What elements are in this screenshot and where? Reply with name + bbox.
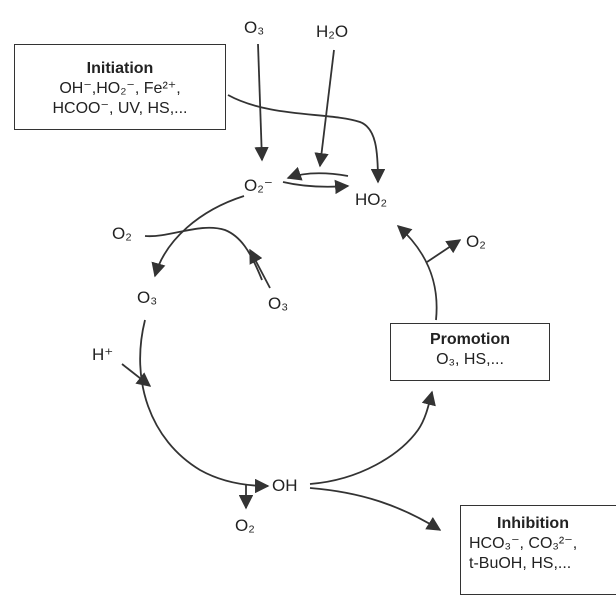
oh-to-promotion-arrow	[309, 390, 436, 485]
promotion-box: Promotion O₃, HS,...	[390, 323, 550, 381]
inhibition-line-2: t-BuOH, HS,...	[469, 555, 572, 572]
initiation-to-ho2-arrow	[227, 94, 386, 184]
species-o2-bottom: O₂	[235, 516, 255, 535]
o3-to-o2minus-arrow	[254, 43, 269, 162]
species-o3-left: O₃	[137, 288, 158, 307]
species-h-plus: H⁺	[92, 345, 114, 364]
o2-input-curve	[144, 226, 263, 281]
initiation-line-2: HCOO⁻, UV, HS,...	[52, 100, 188, 117]
h-plus-arrow	[121, 363, 152, 387]
o3-inner-arrow	[249, 248, 271, 289]
inhibition-box: Inhibition HCO₃⁻, CO₃²⁻, t-BuOH, HS,...	[460, 505, 616, 595]
initiation-title: Initiation	[86, 60, 154, 77]
species-o3-top: O₃	[244, 18, 265, 37]
species-o2-left: O₂	[112, 224, 132, 243]
species-o2-right: O₂	[466, 232, 486, 251]
initiation-box: Initiation OH⁻,HO₂⁻, Fe²⁺, HCOO⁻, UV, HS…	[14, 44, 226, 130]
species-h2o-top: H₂O	[316, 22, 349, 41]
species-o3-inner: O₃	[268, 294, 289, 313]
inhibition-line-1: HCO₃⁻, CO₃²⁻,	[469, 535, 578, 552]
promotion-line-1: O₃, HS,...	[436, 351, 504, 368]
species-oh: OH	[272, 476, 298, 495]
o2-release-arrow	[426, 239, 462, 263]
equilibrium-forward-arrow	[282, 179, 350, 195]
o2minus-to-o3-arrow	[151, 195, 245, 278]
h2o-to-ho2-arrow	[314, 49, 335, 168]
o3-to-oh-arrow	[139, 319, 270, 494]
promotion-to-ho2-arrow	[396, 225, 438, 321]
species-o2-minus: O₂⁻	[244, 176, 273, 195]
oh-to-inhibition-arrow	[309, 487, 442, 531]
promotion-title: Promotion	[430, 331, 510, 348]
equilibrium-reverse-arrow	[286, 166, 349, 181]
inhibition-title: Inhibition	[497, 515, 569, 532]
species-ho2: HO₂	[355, 190, 388, 209]
initiation-line-1: OH⁻,HO₂⁻, Fe²⁺,	[59, 80, 181, 97]
